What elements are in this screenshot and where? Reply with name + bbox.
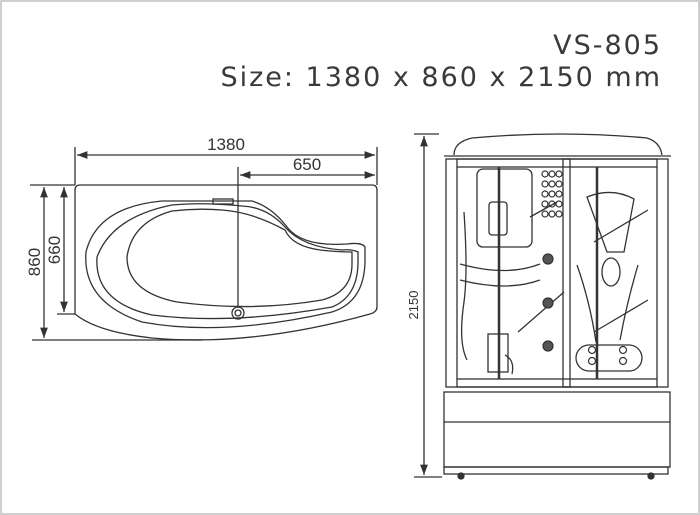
tub-rim <box>85 200 366 329</box>
depth-dimension-label: 860 <box>25 248 44 276</box>
seat-panel <box>575 344 643 372</box>
offset-dimension-label: 650 <box>293 155 321 174</box>
bathtub-plan-view <box>30 147 378 341</box>
model-name: VS-805 <box>553 30 662 61</box>
canopy <box>453 133 663 156</box>
jets <box>541 170 628 366</box>
handle <box>487 333 509 373</box>
tub-outline <box>74 184 378 341</box>
size-spec: Size: 1380 x 860 x 2150 mm <box>220 62 662 93</box>
tub-basin <box>96 203 359 320</box>
inner-depth-dimension-label: 660 <box>45 236 64 264</box>
cabin-frame <box>445 158 669 388</box>
center-post <box>562 158 571 388</box>
overflow <box>212 198 234 205</box>
width-dimension-label: 1380 <box>207 135 245 154</box>
hose <box>460 211 468 361</box>
control-panel <box>488 201 508 236</box>
drain-icon <box>231 306 245 320</box>
shower-base <box>443 391 671 468</box>
shower-front-view <box>414 133 671 480</box>
steam-panel <box>476 168 533 248</box>
mirror <box>586 191 635 253</box>
tub-inner-basin <box>126 208 353 308</box>
height-dimension-label: 2150 <box>406 291 421 320</box>
